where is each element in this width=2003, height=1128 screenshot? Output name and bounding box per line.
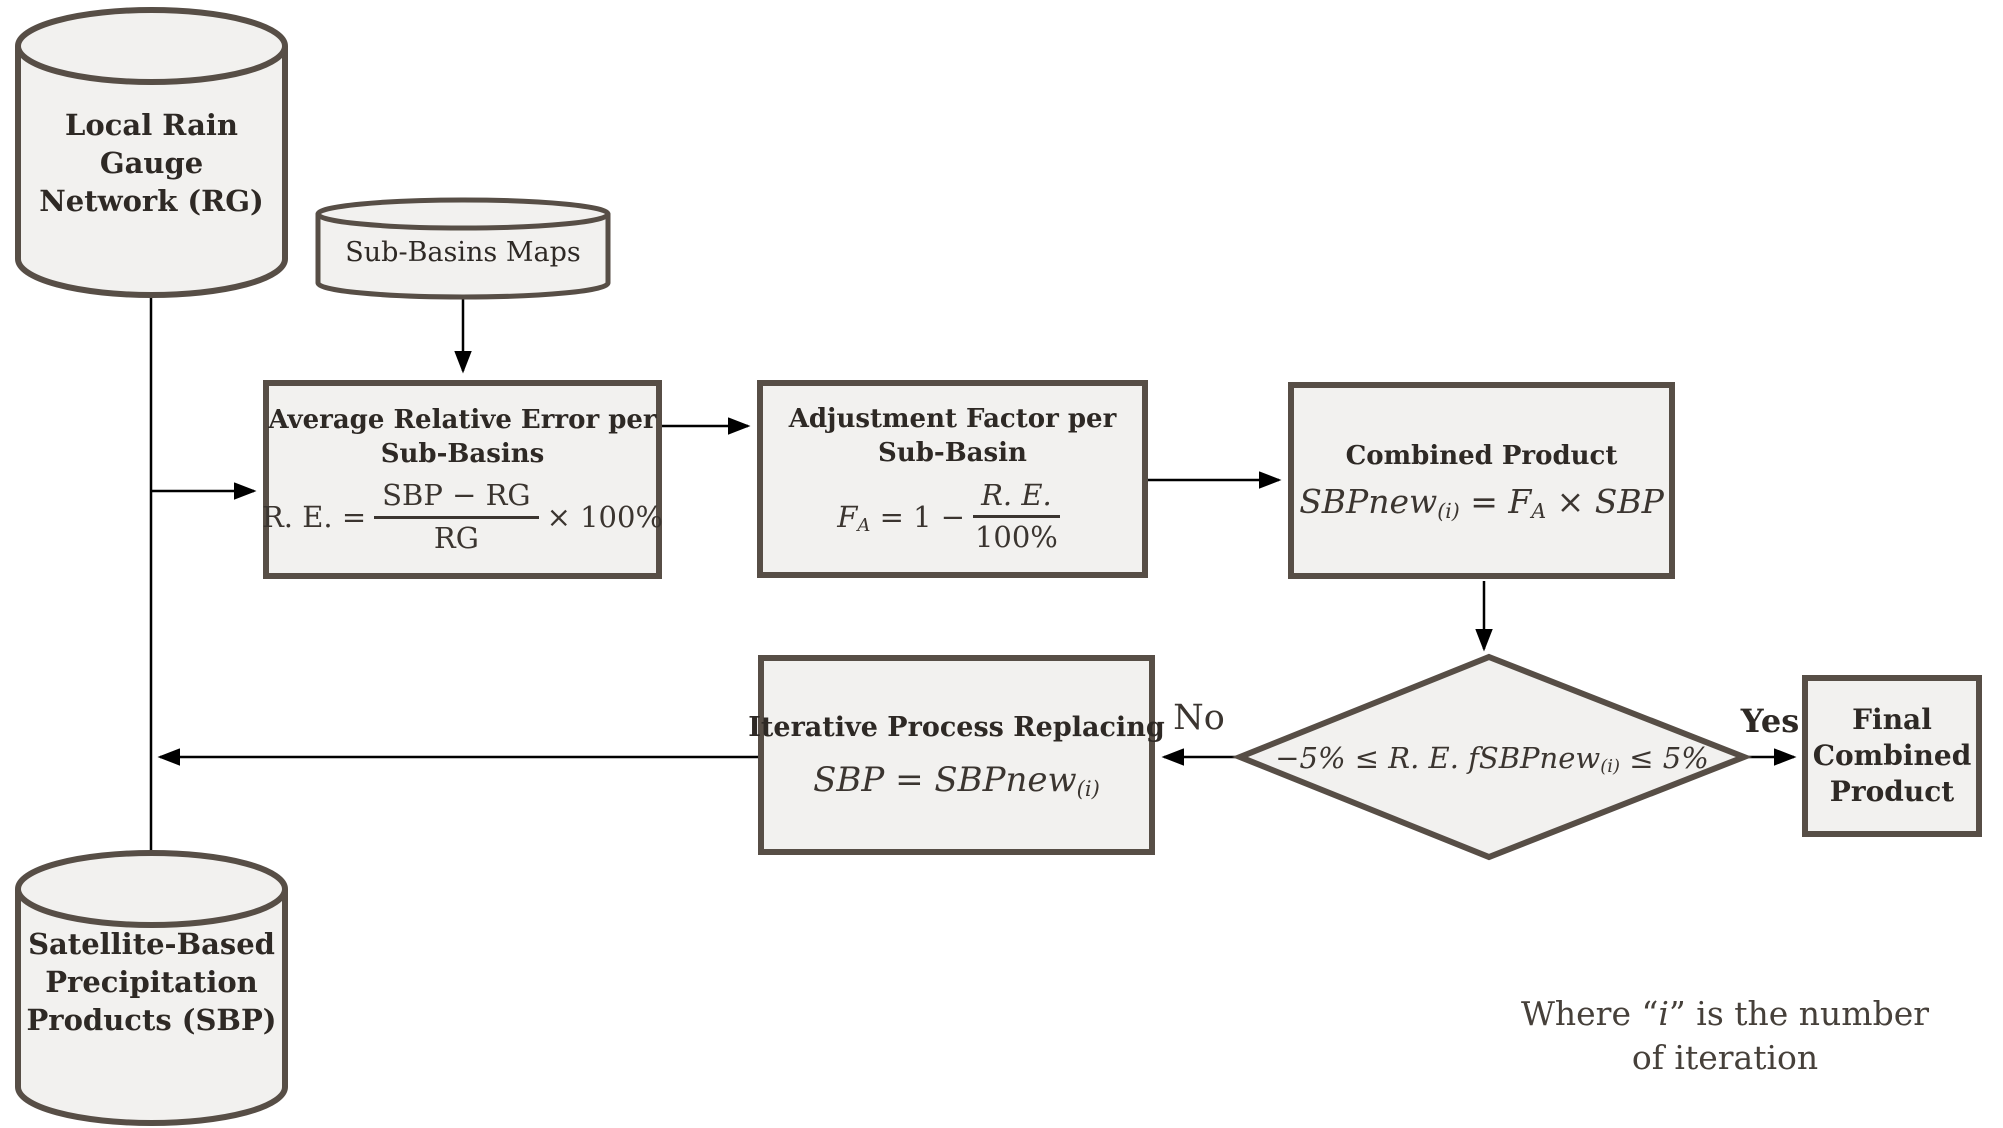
rain-gauge-label: Local Rain Gauge Network (RG) [18,106,285,220]
final-product-title-line: Product [1829,774,1955,808]
final-product-title: Final Combined Product [1813,702,1972,809]
formula-variable: F [837,499,858,534]
final-product-title-line: Final [1852,703,1932,737]
fraction-denominator: 100% [974,520,1058,555]
formula-part: SBPnew [1299,481,1438,521]
formula-lhs: R. E. = [261,500,367,535]
fraction-numerator: R. E. [973,478,1060,519]
footnote-variable: i [1658,994,1669,1033]
satellite-label-line: Satellite-Based [28,927,275,961]
fraction: SBP − RG RG [374,479,539,555]
condition-part: −5% ≤ R. E. fSBPnew [1275,741,1601,775]
footnote-line: Where “i” is the number [1520,994,1930,1033]
footnote-line: of iteration [1631,1037,1819,1077]
avg-error-title: Average Relative Error per Sub-Basins [268,404,656,472]
formula-subscript: (i) [1437,499,1460,523]
rain-gauge-cylinder-body [15,46,288,298]
sub-basins-maps-cylinder-body [315,214,611,300]
formula-subscript: (i) [1076,775,1100,801]
fraction-denominator: RG [433,520,479,555]
combined-product-box: Combined Product SBPnew(i) = FA × SBP [1288,382,1675,579]
satellite-cylinder-top [15,850,288,928]
fraction-numerator: SBP − RG [374,479,539,519]
fraction: R. E. 100% [973,478,1060,555]
adjustment-box: Adjustment Factor per Sub-Basin FA = 1 −… [757,380,1148,578]
avg-error-title-line: Sub-Basins [380,438,545,469]
avg-error-box: Average Relative Error per Sub-Basins R.… [262,380,663,579]
avg-error-formula: R. E. = SBP − RG RG × 100% [262,479,663,555]
formula-part: = F [1459,481,1532,521]
formula-part: SBP = SBPnew [813,759,1077,800]
adjustment-formula: FA = 1 − R. E. 100% [837,478,1067,555]
formula-rhs: × 100% [546,500,664,535]
satellite-cylinder-body [15,889,288,1126]
satellite-label-line: Precipitation [45,965,258,999]
iterative-process-box: Iterative Process Replacing SBP = SBPnew… [748,655,1165,855]
condition-part: ≤ 5% [1620,741,1709,775]
rain-gauge-cylinder-top [15,7,288,85]
formula-part: × SBP [1546,481,1664,521]
iteration-footnote: Where “i” is the number of iteration [1445,992,2003,1079]
sub-basins-maps-cylinder-top [315,197,611,231]
condition-subscript: (i) [1600,756,1621,778]
avg-error-title-line: Average Relative Error per [268,404,657,435]
combined-product-title: Combined Product [1346,440,1618,474]
satellite-label: Satellite-Based Precipitation Products (… [18,925,285,1039]
formula-subscript: A [1531,499,1547,523]
combined-product-formula: SBPnew(i) = FA × SBP [1299,481,1664,523]
adjustment-title-line: Sub-Basin [878,438,1027,469]
decision-diamond [1231,653,1753,861]
no-branch-label: No [1173,698,1225,738]
rain-gauge-label-line: Network (RG) [39,184,264,218]
satellite-label-line: Products (SBP) [26,1003,277,1037]
formula-subscript: A [857,515,871,537]
iterative-process-title-line: Iterative Process Replacing [748,712,1165,744]
rain-gauge-label-line: Gauge [99,146,204,180]
rain-gauge-label-line: Local Rain [65,108,238,142]
iterative-process-formula: SBP = SBPnew(i) [813,759,1100,801]
yes-branch-label: Yes [1740,702,1800,740]
combined-product-title-line: Combined Product [1345,441,1618,472]
adjustment-title-line: Adjustment Factor per [788,404,1117,435]
final-product-box: Final Combined Product [1802,675,1982,837]
formula-mid: = 1 − [870,499,966,534]
sub-basins-maps-label: Sub-Basins Maps [318,234,608,272]
decision-condition: −5% ≤ R. E. fSBPnew(i) ≤ 5% [1245,729,1739,787]
final-product-title-line: Combined [1812,739,1972,773]
iterative-process-title: Iterative Process Replacing [748,710,1164,745]
sub-basins-maps-label-line: Sub-Basins Maps [345,237,581,268]
adjustment-title: Adjustment Factor per Sub-Basin [789,403,1117,471]
